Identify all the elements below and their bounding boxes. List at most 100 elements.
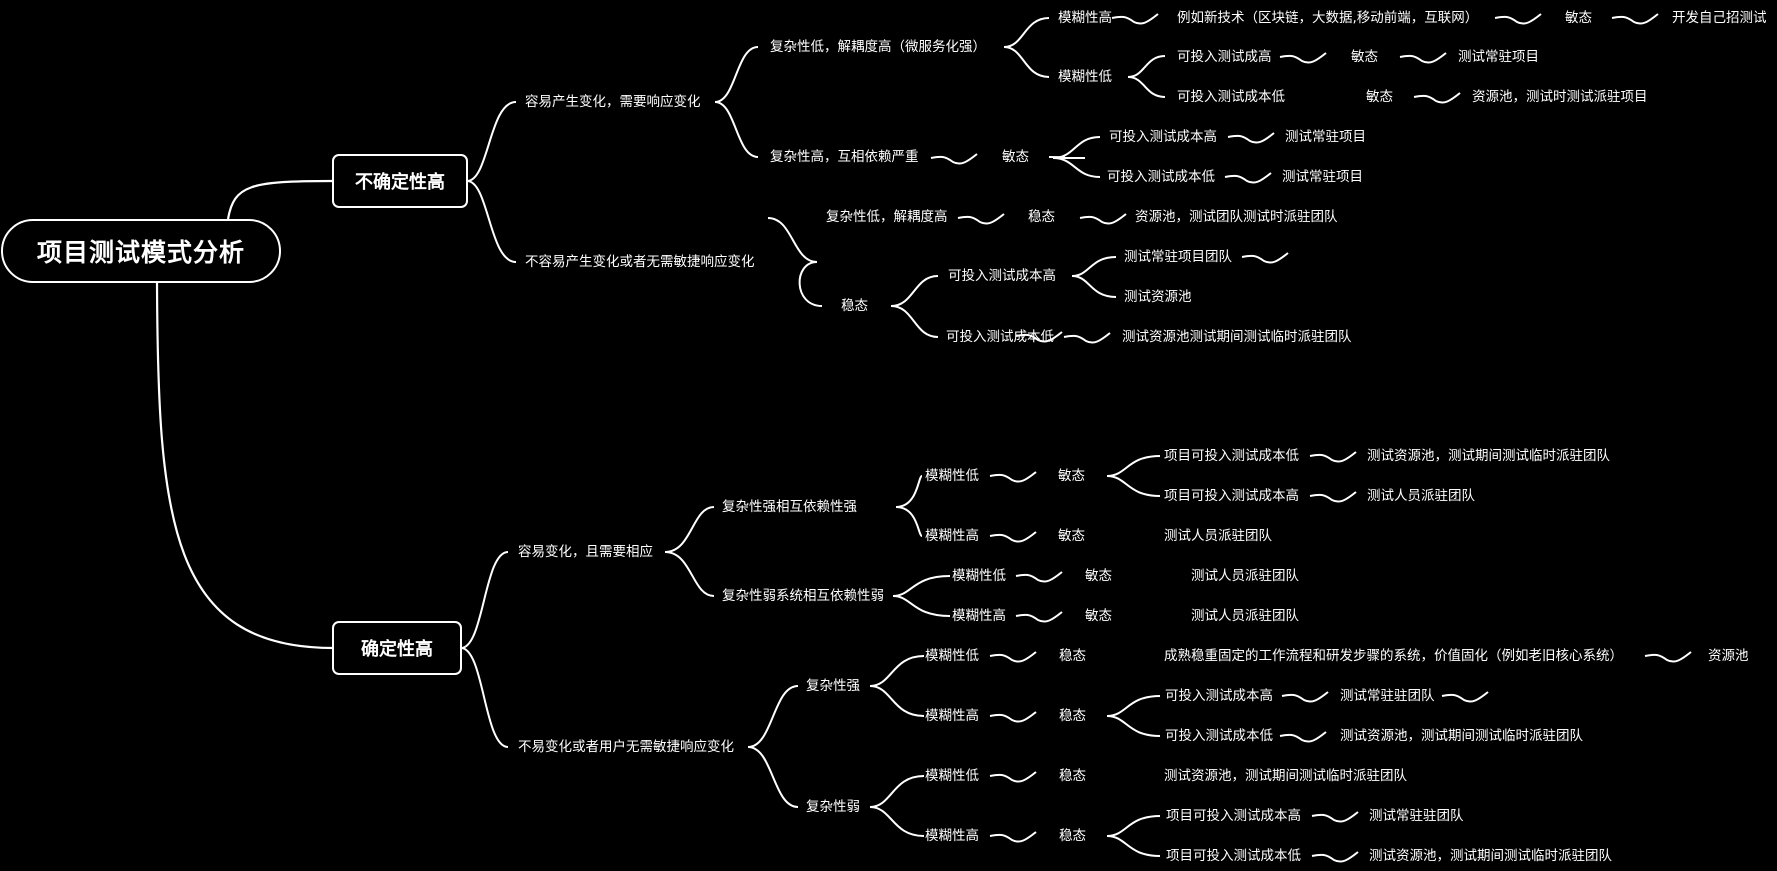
node-agile[interactable]: 敏态 [1366, 89, 1393, 105]
node-high-ambiguity[interactable]: 模糊性高 [1058, 10, 1112, 26]
squiggle-connector [1227, 132, 1275, 144]
node-high-complexity[interactable]: 复杂性高，互相依赖严重 [770, 149, 919, 165]
branch-certainty-high[interactable]: 确定性高 [332, 621, 462, 675]
squiggle-connector [930, 153, 978, 165]
node-project-high-invest[interactable]: 项目可投入测试成本高 [1166, 808, 1301, 824]
squiggle-connector [1279, 52, 1327, 64]
squiggle-connector [1079, 213, 1127, 225]
squiggle-connector [1015, 571, 1063, 583]
node-agile[interactable]: 敏态 [1351, 49, 1378, 65]
node-strong-complexity[interactable]: 复杂性强 [806, 678, 860, 694]
node-project-low-invest[interactable]: 项目可投入测试成本低 [1166, 848, 1301, 864]
squiggle-connector [1311, 851, 1359, 863]
node-test-resident[interactable]: 测试常驻项目 [1282, 169, 1363, 185]
node-test-resident-team[interactable]: 测试常驻项目团队 [1124, 249, 1232, 265]
node-test-staff[interactable]: 测试人员派驻团队 [1191, 568, 1299, 584]
squiggle-connector [989, 771, 1037, 783]
node-stable[interactable]: 稳态 [1059, 708, 1086, 724]
node-no-change[interactable]: 不容易产生变化或者无需敏捷响应变化 [525, 254, 755, 270]
node-low-ambiguity[interactable]: 模糊性低 [952, 568, 1006, 584]
node-high-invest[interactable]: 可投入测试成高 [1177, 49, 1272, 65]
squiggle-connector [1311, 811, 1359, 823]
squiggle-connector [1224, 172, 1272, 184]
node-low-ambiguity[interactable]: 模糊性低 [1058, 69, 1112, 85]
branch-label: 确定性高 [361, 639, 433, 660]
node-easy-change[interactable]: 容易产生变化，需要响应变化 [525, 94, 701, 110]
node-high-ambiguity[interactable]: 模糊性高 [952, 608, 1006, 624]
node-test-resident[interactable]: 测试常驻项目 [1458, 49, 1539, 65]
node-agile[interactable]: 敏态 [1085, 608, 1112, 624]
node-stable[interactable]: 稳态 [1059, 648, 1086, 664]
node-resource-pool-team[interactable]: 资源池，测试团队测试时派驻团队 [1135, 209, 1338, 225]
squiggle-connector [1111, 13, 1159, 25]
node-high-invest[interactable]: 可投入测试成本高 [1165, 688, 1273, 704]
node-low-invest[interactable]: 可投入测试成本低 [1177, 89, 1285, 105]
squiggle-connector [1399, 52, 1447, 64]
node-dev-hires-test[interactable]: 开发自己招测试 [1672, 10, 1767, 26]
node-test-resident-team[interactable]: 测试常驻驻团队 [1369, 808, 1464, 824]
node-test-staff[interactable]: 测试人员派驻团队 [1367, 488, 1475, 504]
squiggle-connector [989, 831, 1037, 843]
node-project-high-invest[interactable]: 项目可投入测试成本高 [1164, 488, 1299, 504]
node-agile[interactable]: 敏态 [1058, 528, 1085, 544]
node-agile[interactable]: 敏态 [1002, 149, 1029, 165]
squiggle-connector [1644, 651, 1692, 663]
squiggle-connector [1241, 252, 1289, 264]
node-stable[interactable]: 稳态 [1059, 828, 1086, 844]
node-test-pool-temp[interactable]: 测试资源池，测试期间测试临时派驻团队 [1340, 728, 1583, 744]
squiggle-connector [1063, 332, 1111, 344]
node-weak-complexity[interactable]: 复杂性弱 [806, 799, 860, 815]
squiggle-connector [1611, 13, 1659, 25]
node-weak-complexity-dep[interactable]: 复杂性弱系统相互依赖性弱 [722, 588, 884, 604]
squiggle-connector [1309, 491, 1357, 503]
node-low-invest[interactable]: 可投入测试成本低 [946, 329, 1054, 345]
node-stable[interactable]: 稳态 [841, 298, 868, 314]
node-high-ambiguity[interactable]: 模糊性高 [925, 828, 979, 844]
node-low-invest[interactable]: 可投入测试成本低 [1107, 169, 1215, 185]
node-strong-complexity-dep[interactable]: 复杂性强相互依赖性强 [722, 499, 857, 515]
node-test-pool-temp[interactable]: 测试资源池测试期间测试临时派驻团队 [1122, 329, 1352, 345]
branch-uncertainty-high[interactable]: 不确定性高 [332, 154, 468, 208]
node-agile[interactable]: 敏态 [1058, 468, 1085, 484]
squiggle-connector [1015, 331, 1063, 343]
node-test-resident-team[interactable]: 测试常驻驻团队 [1340, 688, 1435, 704]
node-test-pool-temp[interactable]: 测试资源池，测试期间测试临时派驻团队 [1369, 848, 1612, 864]
node-high-ambiguity[interactable]: 模糊性高 [925, 708, 979, 724]
squiggle-connector [1413, 92, 1461, 104]
root-topic[interactable]: 项目测试模式分析 [1, 219, 281, 283]
node-test-staff[interactable]: 测试人员派驻团队 [1164, 528, 1272, 544]
node-resource-pool[interactable]: 资源池 [1708, 648, 1749, 664]
squiggle-connector [989, 651, 1037, 663]
node-stable[interactable]: 稳态 [1028, 209, 1055, 225]
node-low-invest[interactable]: 可投入测试成本低 [1165, 728, 1273, 744]
node-agile[interactable]: 敏态 [1565, 10, 1592, 26]
branch-label: 不确定性高 [355, 172, 445, 193]
node-low-complexity[interactable]: 复杂性低，解耦度高（微服务化强） [770, 39, 986, 55]
node-project-low-invest[interactable]: 项目可投入测试成本低 [1164, 448, 1299, 464]
squiggle-connector [1441, 691, 1489, 703]
node-high-invest[interactable]: 可投入测试成本高 [1109, 129, 1217, 145]
node-high-invest[interactable]: 可投入测试成本高 [948, 268, 1056, 284]
node-low-ambiguity[interactable]: 模糊性低 [925, 768, 979, 784]
root-title: 项目测试模式分析 [36, 238, 245, 267]
node-easy-change-respond[interactable]: 容易变化，且需要相应 [518, 544, 653, 560]
node-test-pool-temp[interactable]: 测试资源池，测试期间测试临时派驻团队 [1367, 448, 1610, 464]
node-agile[interactable]: 敏态 [1085, 568, 1112, 584]
node-low-ambiguity[interactable]: 模糊性低 [925, 648, 979, 664]
node-test-pool-temp[interactable]: 测试资源池，测试期间测试临时派驻团队 [1164, 768, 1407, 784]
node-low-ambiguity[interactable]: 模糊性低 [925, 468, 979, 484]
node-high-ambiguity[interactable]: 模糊性高 [925, 528, 979, 544]
node-new-tech-example[interactable]: 例如新技术（区块链，大数据,移动前端，互联网） [1177, 10, 1479, 26]
squiggle-connector [1494, 13, 1542, 25]
node-mature-system[interactable]: 成熟稳重固定的工作流程和研发步骤的系统，价值固化（例如老旧核心系统） [1164, 648, 1623, 664]
node-test-pool[interactable]: 测试资源池 [1124, 289, 1192, 305]
node-resource-pool[interactable]: 资源池，测试时测试派驻项目 [1472, 89, 1648, 105]
squiggle-connector [989, 471, 1037, 483]
node-test-staff[interactable]: 测试人员派驻团队 [1191, 608, 1299, 624]
squiggle-connector [1309, 451, 1357, 463]
node-no-change-no-agile[interactable]: 不易变化或者用户无需敏捷响应变化 [518, 739, 734, 755]
node-stable[interactable]: 稳态 [1059, 768, 1086, 784]
node-test-resident[interactable]: 测试常驻项目 [1285, 129, 1366, 145]
node-low-complexity-decoupled[interactable]: 复杂性低，解耦度高 [826, 209, 948, 225]
